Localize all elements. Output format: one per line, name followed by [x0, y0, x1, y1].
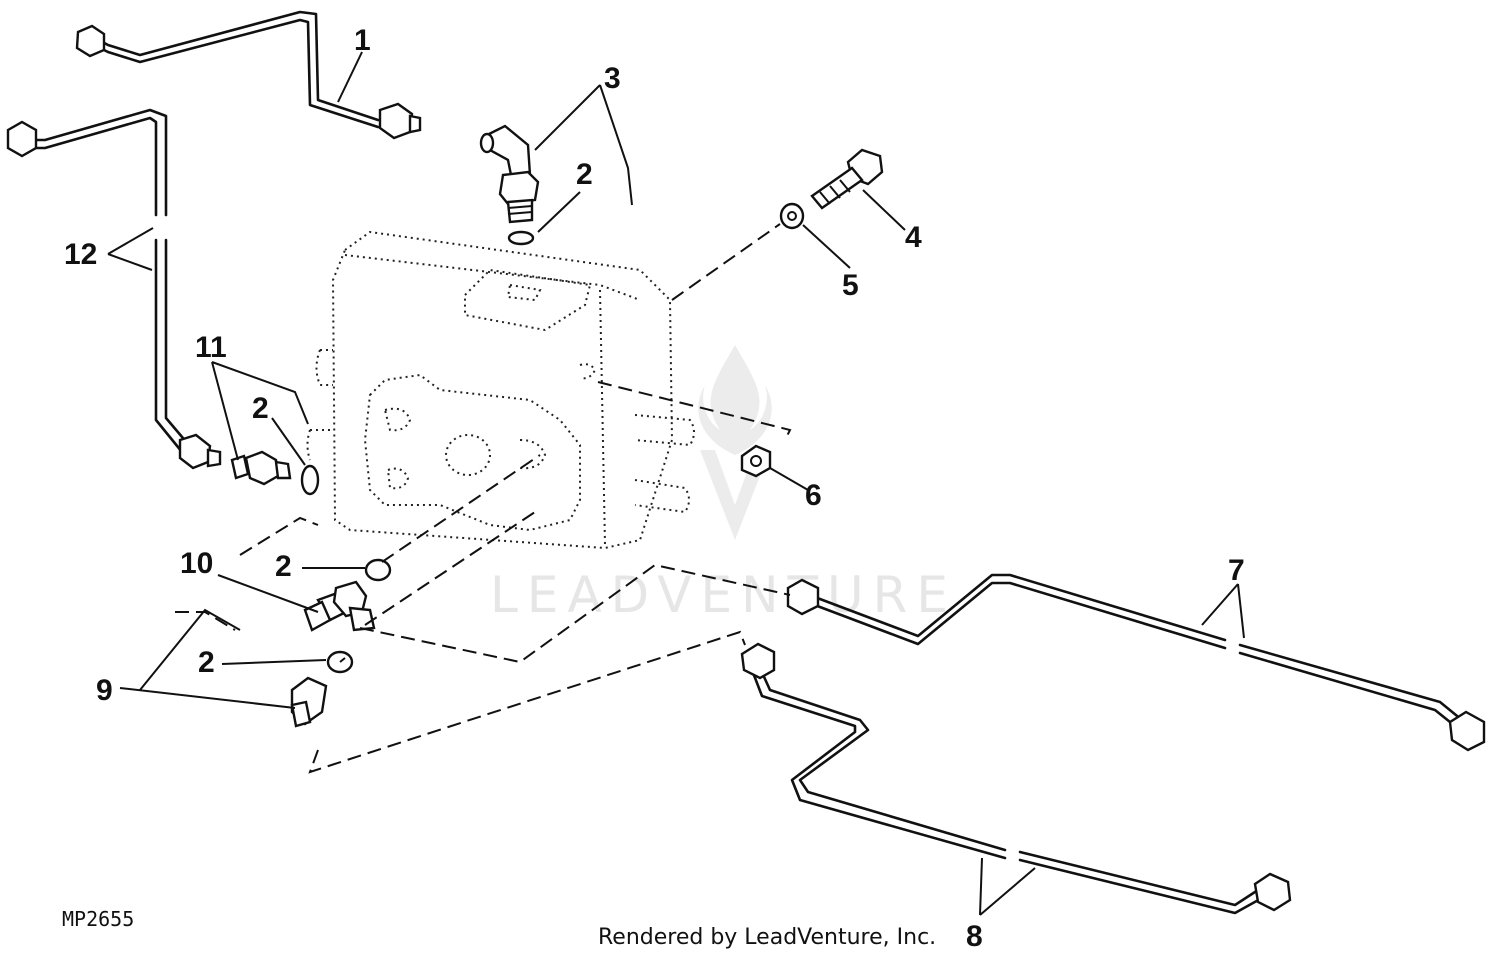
part-1-hydraulic-line [75, 10, 422, 140]
callout-9: 9 [96, 674, 113, 707]
part-4-bolt [810, 148, 884, 210]
part-2-o-ring [300, 464, 320, 496]
callout-1: 1 [354, 24, 371, 57]
callout-2: 2 [275, 550, 292, 583]
callout-2: 2 [576, 158, 593, 191]
part-2-o-ring [364, 558, 392, 582]
watermark-text: LEADVENTURE [490, 566, 957, 624]
part-11-connector [230, 450, 292, 486]
leader-lines [107, 51, 1245, 916]
figure-code: MP2655 [62, 907, 134, 931]
part-8-hydraulic-line [740, 642, 1292, 915]
callout-4: 4 [905, 221, 922, 254]
assembly-lines [175, 223, 792, 774]
part-12-hydraulic-line [6, 108, 222, 470]
callout-10: 10 [180, 547, 213, 580]
watermark: LEADVENTURE [490, 345, 957, 624]
callout-7: 7 [1228, 554, 1245, 587]
part-5-washer-hole [787, 211, 797, 221]
callout-2: 2 [198, 646, 215, 679]
part-5-washer [779, 202, 805, 230]
callout-2: 2 [252, 392, 269, 425]
part-2-o-ring [507, 230, 535, 246]
callout-8: 8 [966, 920, 983, 953]
flame-logo-icon [698, 345, 772, 455]
render-credit: Rendered by LeadVenture, Inc. [598, 925, 936, 950]
valve-housing [306, 230, 695, 550]
callout-labels: 1 2 2 2 2 3 4 5 6 7 8 9 10 11 12 [64, 24, 1245, 953]
part-6-nut [740, 444, 772, 478]
part-10-tee-fitting [303, 580, 376, 632]
callout-6: 6 [805, 479, 822, 512]
callout-3: 3 [604, 62, 621, 95]
part-7-hydraulic-line [786, 573, 1486, 752]
callout-5: 5 [842, 269, 859, 302]
part-9-elbow-fitting [290, 676, 328, 728]
callout-11: 11 [195, 331, 227, 364]
callout-12: 12 [64, 238, 97, 271]
part-3-elbow-fitting [479, 124, 540, 224]
